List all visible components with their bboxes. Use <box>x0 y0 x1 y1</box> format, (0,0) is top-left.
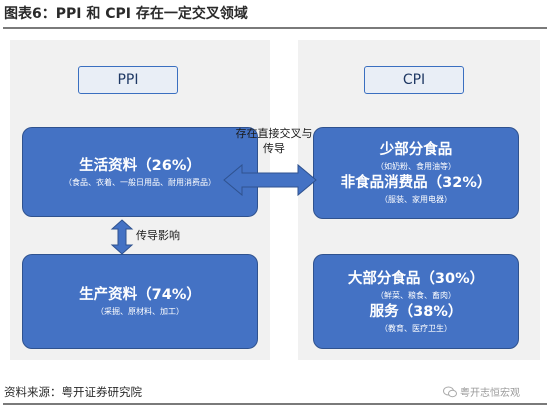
producer-goods-box: 生产资料（74%） （采掘、原材料、加工） <box>22 254 258 349</box>
wechat-icon <box>443 386 457 397</box>
cpi-major-food-box: 大部分食品（30%） （鲜菜、粮食、畜肉） 服务（38%） （教育、医疗卫生） <box>313 254 519 349</box>
cpi-minor-food-title: 少部分食品 <box>379 142 453 158</box>
direct-cross-label: 存在直接交叉与传导 <box>235 127 313 155</box>
cpi-nonfood-detail: （服装、家用电器） <box>380 195 452 204</box>
cpi-services-detail: （教育、医疗卫生） <box>380 323 452 333</box>
conduct-effect-label: 传导影响 <box>136 229 180 242</box>
cpi-header: CPI <box>364 66 464 94</box>
cpi-minor-food-box: 少部分食品 （如奶粉、食用油等） 非食品消费品（32%） （服装、家用电器） <box>313 127 519 219</box>
living-goods-title: 生活资料（26%） <box>79 157 201 174</box>
vertical-double-arrow-icon <box>110 219 134 255</box>
source-note: 资料来源：粤开证券研究院 <box>4 385 142 399</box>
horizontal-double-arrow-icon <box>223 163 317 197</box>
cpi-minor-food-detail: （如奶粉、食用油等） <box>376 162 456 171</box>
cpi-services-title: 服务（38%） <box>369 303 463 320</box>
cpi-major-food-title: 大部分食品（30%） <box>347 270 485 287</box>
bottom-divider <box>3 403 547 405</box>
cpi-nonfood-title: 非食品消费品（32%） <box>340 175 492 191</box>
chart-title: 图表6：PPI 和 CPI 存在一定交叉领域 <box>4 6 248 22</box>
producer-goods-title: 生产资料（74%） <box>79 287 201 303</box>
top-divider <box>3 27 547 29</box>
living-goods-box: 生活资料（26%） （食品、衣着、一般日用品、耐用消费品） <box>22 127 258 217</box>
cpi-major-food-detail: （鲜菜、粮食、畜肉） <box>376 290 456 300</box>
ppi-header: PPI <box>78 66 178 94</box>
living-goods-detail: （食品、衣着、一般日用品、耐用消费品） <box>64 177 216 187</box>
watermark: 粤开志恒宏观 <box>443 384 520 399</box>
producer-goods-detail: （采掘、原材料、加工） <box>96 307 184 316</box>
watermark-text: 粤开志恒宏观 <box>460 388 520 399</box>
